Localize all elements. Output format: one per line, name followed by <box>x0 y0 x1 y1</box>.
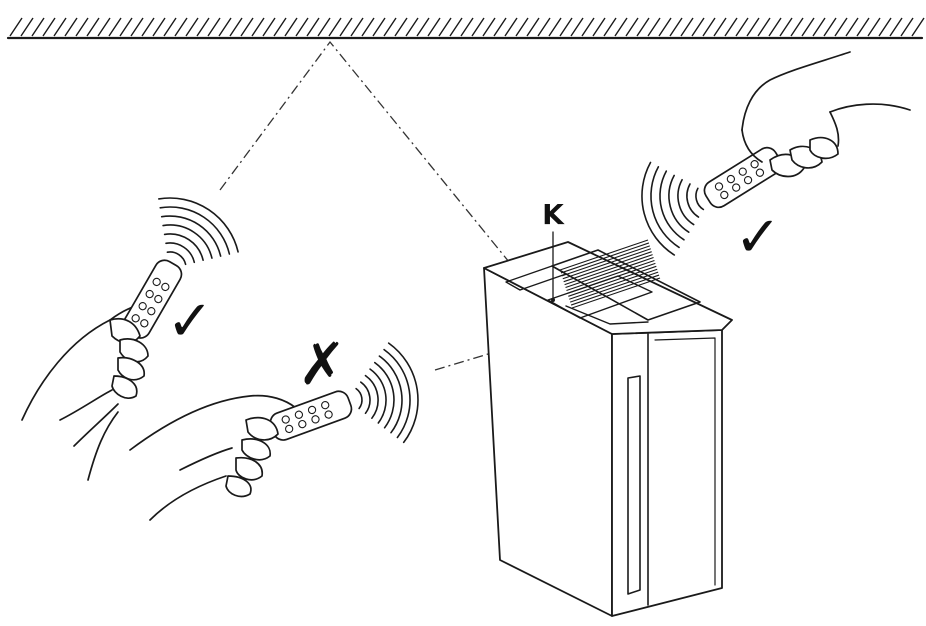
remote-control-hand-left <box>21 197 239 481</box>
ceiling <box>6 17 925 40</box>
check-mark-icon: ✓ <box>735 205 782 270</box>
ceiling-hatch <box>9 17 925 37</box>
remote-control-icon <box>703 146 783 209</box>
air-outlet-grille <box>559 239 661 309</box>
appliance-unit <box>483 239 733 617</box>
remote-control-hand-bottom <box>129 342 419 521</box>
remote-control-hand-right <box>641 51 911 256</box>
part-label-k: K <box>542 198 565 302</box>
reflected-signal-path <box>219 40 541 301</box>
check-mark-icon: ✓ <box>167 289 214 354</box>
part-label-k-text: K <box>542 198 565 231</box>
signal-waves-left <box>158 197 239 266</box>
signal-waves-right <box>641 161 705 256</box>
cross-mark-icon: ✗ <box>298 330 347 398</box>
signal-waves-bottom <box>355 342 419 444</box>
